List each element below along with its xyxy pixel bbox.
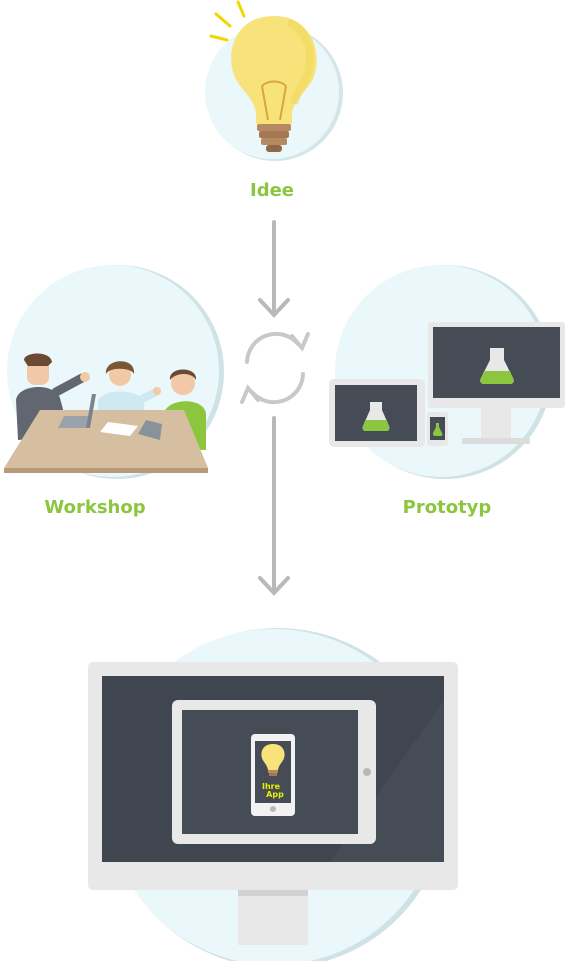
lightbulb-icon: [209, 0, 317, 152]
devices-flask-icon: [329, 322, 565, 447]
monitor-tablet-phone-icon: [88, 662, 458, 945]
prototype-label: Prototyp: [402, 497, 492, 518]
idea-label: Idee: [250, 180, 294, 201]
arrow-down-icon: [258, 220, 290, 318]
meeting-people-icon: [4, 353, 208, 473]
arrow-down-icon: [258, 416, 290, 596]
refresh-cycle-icon: [240, 331, 310, 405]
prototype-node: [329, 265, 565, 479]
workshop-node: [4, 265, 224, 479]
idea-node: [205, 0, 343, 161]
workshop-label: Workshop: [44, 497, 146, 518]
